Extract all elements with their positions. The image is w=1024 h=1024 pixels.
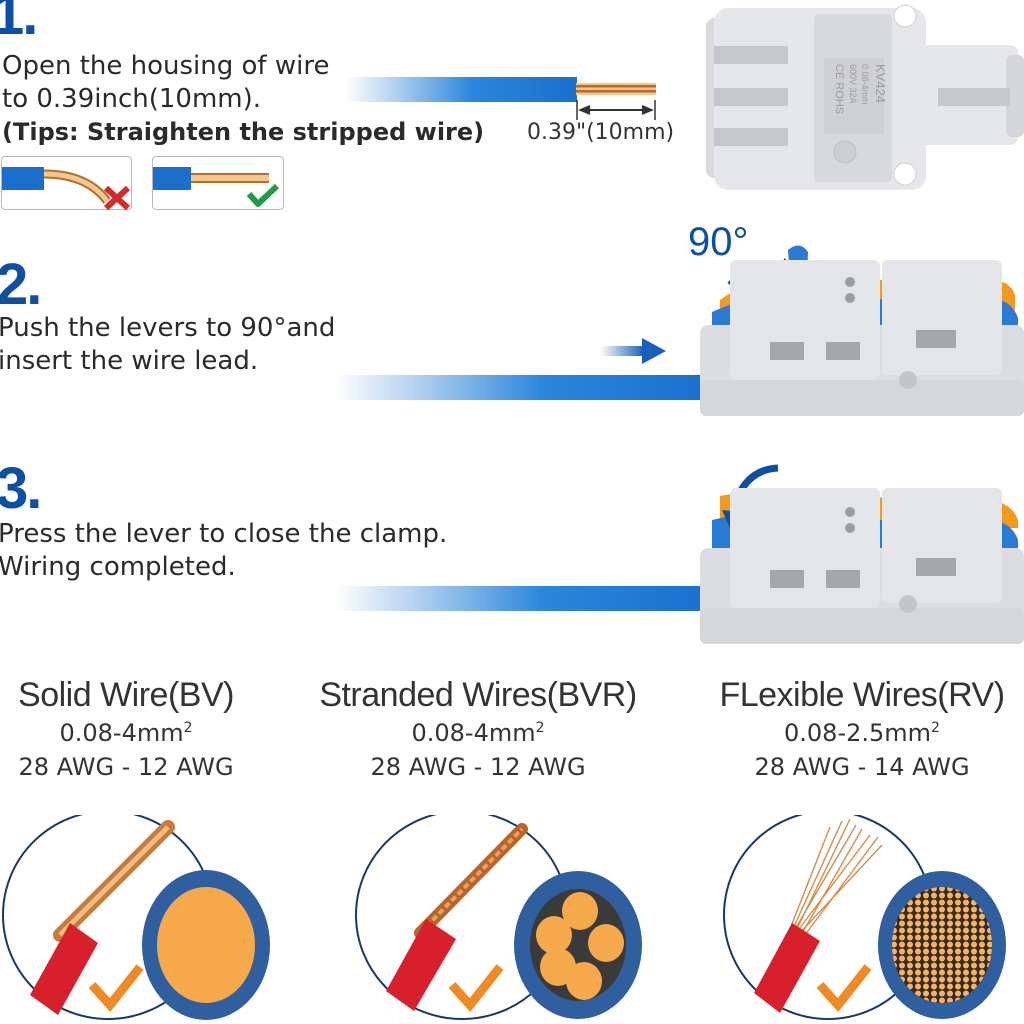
wire-type-range: 0.08-4mm2 bbox=[411, 719, 545, 747]
cross-icon bbox=[103, 185, 131, 211]
step-1-stripped-conductor bbox=[576, 83, 656, 120]
solid-cross-section bbox=[142, 870, 270, 1020]
step-2-wire bbox=[335, 375, 715, 400]
strip-length-label: 0.39"(10mm) bbox=[527, 120, 675, 145]
insert-arrow-icon bbox=[600, 338, 666, 364]
step-3-line-2: Wiring completed. bbox=[0, 552, 236, 582]
wire-type-range: 0.08-2.5mm2 bbox=[784, 719, 940, 747]
step-3-line-1: Press the lever to close the clamp. bbox=[0, 519, 448, 549]
wire-type-title: FLexible Wires(RV) bbox=[719, 676, 1005, 714]
step-1-number: 1. bbox=[0, 0, 38, 47]
step-2-line-2: insert the wire lead. bbox=[0, 346, 259, 376]
step-2-number: 2. bbox=[0, 252, 42, 317]
bent-wire-illustration bbox=[2, 167, 131, 211]
check-icon bbox=[246, 183, 280, 207]
wire-type-title: Stranded Wires(BVR) bbox=[319, 676, 637, 714]
step-1-tip: (Tips: Straighten the stripped wire) bbox=[2, 118, 485, 146]
connector-rating-marking: 600V 32A bbox=[848, 64, 858, 104]
connector-top-view: KV424 0.08-4mm 600V 32A CE ROHS bbox=[706, 4, 1024, 190]
step-2-line-1: Push the levers to 90°and bbox=[0, 313, 336, 343]
wire-type-stranded: Stranded Wires(BVR) 0.08-4mm2 28 AWG - 1… bbox=[292, 676, 664, 781]
stranded-cross-section bbox=[514, 871, 642, 1019]
check-icon bbox=[816, 964, 872, 1012]
wire-type-range: 0.08-4mm2 bbox=[59, 719, 193, 747]
step-3-number: 3. bbox=[0, 456, 42, 521]
solid-wire-illustration bbox=[2, 815, 270, 1020]
flexible-cross-section bbox=[878, 871, 1006, 1019]
straight-wire-illustration bbox=[153, 167, 280, 207]
step-3-wire bbox=[335, 586, 715, 611]
step-1-line-1: Open the housing of wire bbox=[2, 51, 330, 81]
check-icon bbox=[448, 964, 504, 1012]
flexible-wire-illustration bbox=[723, 815, 1006, 1020]
step-1-wire-insulation bbox=[345, 77, 577, 102]
wire-type-awg: 28 AWG - 12 AWG bbox=[370, 753, 586, 781]
connector-range-marking: 0.08-4mm bbox=[860, 64, 870, 105]
straight-wire-example bbox=[152, 156, 284, 210]
step-1-line-2: to 0.39inch(10mm). bbox=[2, 84, 262, 114]
bent-wire-example bbox=[1, 156, 132, 211]
connector-levers-open bbox=[700, 245, 1024, 416]
wire-type-solid: Solid Wire(BV) 0.08-4mm2 28 AWG - 12 AWG bbox=[0, 676, 252, 781]
connector-model-marking: KV424 bbox=[873, 64, 888, 103]
check-icon bbox=[88, 964, 144, 1012]
wire-type-title: Solid Wire(BV) bbox=[18, 676, 234, 714]
angle-label: 90° bbox=[688, 220, 749, 264]
wire-type-awg: 28 AWG - 12 AWG bbox=[18, 753, 234, 781]
stranded-wire-illustration bbox=[355, 815, 642, 1020]
wire-type-awg: 28 AWG - 14 AWG bbox=[754, 753, 970, 781]
wire-type-flexible: FLexible Wires(RV) 0.08-2.5mm2 28 AWG - … bbox=[700, 676, 1024, 781]
connector-levers-closed bbox=[700, 464, 1024, 644]
connector-cert-marking: CE ROHS bbox=[833, 64, 845, 114]
